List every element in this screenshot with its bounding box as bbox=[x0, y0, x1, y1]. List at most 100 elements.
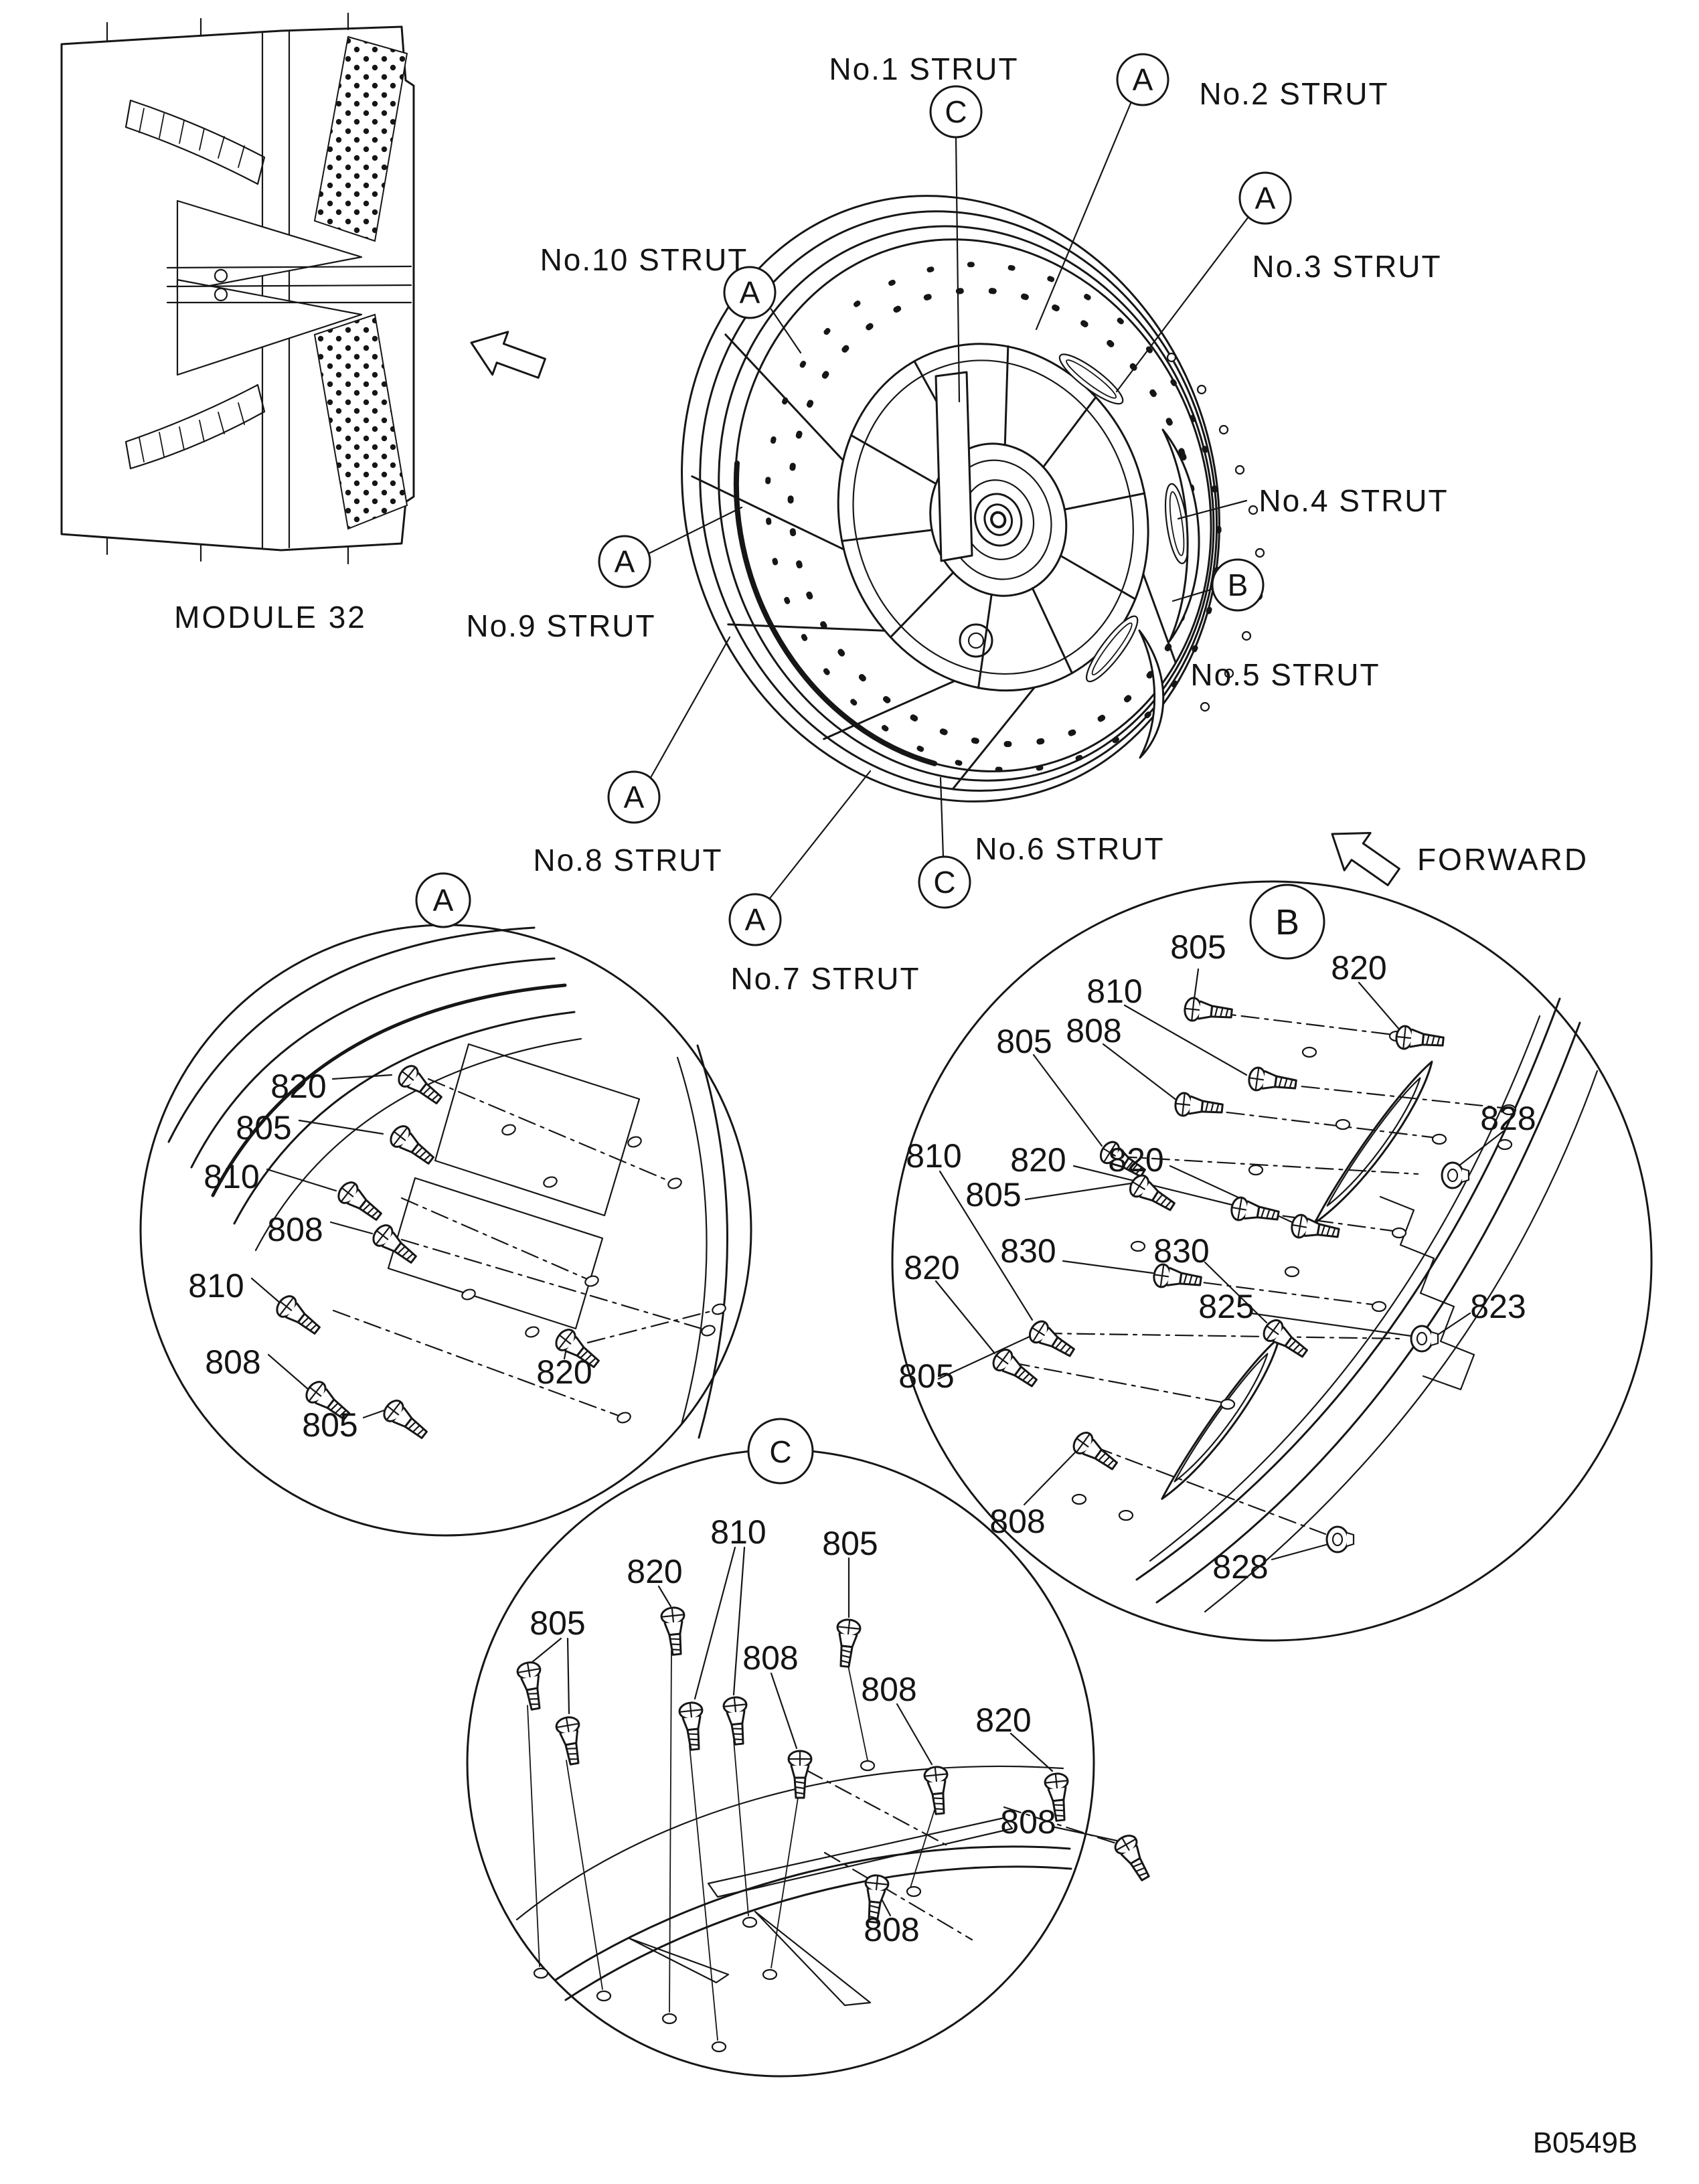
screw-icon bbox=[1111, 1831, 1157, 1885]
strut-label-2: No.2 STRUT bbox=[1199, 76, 1388, 111]
detail-c-wedge-2 bbox=[628, 1937, 730, 1984]
callout-a-no9: A bbox=[615, 544, 635, 579]
part-label: 805 bbox=[302, 1406, 357, 1444]
strut-label-7: No.7 STRUT bbox=[730, 961, 920, 996]
no1-strut-blade bbox=[935, 371, 973, 562]
module-32-inset: MODULE 32 bbox=[60, 12, 551, 635]
strut-label-8: No.8 STRUT bbox=[533, 843, 722, 877]
callout-a-no2: A bbox=[1133, 62, 1153, 97]
callout-a-no8: A bbox=[624, 780, 645, 815]
part-label: 820 bbox=[1108, 1141, 1163, 1179]
detail-c-wedge bbox=[754, 1910, 872, 2007]
strut-label-10: No.10 STRUT bbox=[540, 242, 748, 277]
part-label: 820 bbox=[1331, 949, 1386, 987]
part-label: 805 bbox=[1170, 928, 1226, 966]
detail-a-mount-plate bbox=[434, 1043, 641, 1217]
part-label: 810 bbox=[710, 1513, 766, 1551]
flange-slot bbox=[1058, 353, 1124, 405]
exhaust-case-wheel bbox=[681, 195, 1265, 803]
callout-b-no5: B bbox=[1228, 568, 1248, 602]
part-label: 805 bbox=[530, 1604, 585, 1642]
detail-b-part-labels: 805 820 810 808 805 828 810 820 820 805 … bbox=[898, 928, 1536, 1586]
hatched-duct-lower bbox=[313, 313, 408, 530]
part-label: 810 bbox=[204, 1158, 259, 1195]
figure-code: B0549B bbox=[1533, 2126, 1638, 2159]
callout-c-top: C bbox=[945, 94, 967, 129]
part-label: 805 bbox=[822, 1525, 878, 1562]
forward-label: FORWARD bbox=[1417, 842, 1589, 877]
detail-c-badge: C bbox=[769, 1434, 791, 1469]
main-callouts: C A A A A B A A C bbox=[598, 53, 1292, 946]
hatched-duct-upper bbox=[313, 35, 408, 242]
part-label: 820 bbox=[270, 1068, 326, 1105]
part-label: 820 bbox=[904, 1249, 959, 1286]
detail-c-part-labels: 810 820 805 805 808 808 820 808 808 bbox=[530, 1513, 1056, 1948]
forward-arrow-icon bbox=[1317, 814, 1408, 897]
part-label: 805 bbox=[965, 1176, 1021, 1213]
turbine-blade-row-upper bbox=[139, 108, 245, 168]
detail-a-part-labels: 820 805 810 808 810 808 805 820 bbox=[188, 1068, 592, 1444]
detail-b-flange-arcs bbox=[1135, 997, 1599, 1613]
part-label: 808 bbox=[742, 1639, 798, 1677]
flange-bolt-holes bbox=[1166, 352, 1265, 712]
callout-a-no7: A bbox=[745, 902, 766, 937]
detail-a-rim-arcs bbox=[167, 926, 728, 1439]
no4-strut-blade bbox=[1161, 428, 1200, 643]
part-label: 830 bbox=[1000, 1232, 1056, 1270]
part-label: 825 bbox=[1198, 1288, 1254, 1325]
detail-c-flange-arcs bbox=[515, 1765, 1072, 2001]
detail-c-seal-strip bbox=[707, 1817, 1014, 1898]
no5-strut-blade bbox=[1138, 629, 1165, 759]
part-label: 808 bbox=[205, 1343, 260, 1381]
part-label: 808 bbox=[1000, 1803, 1056, 1841]
hub-port bbox=[959, 623, 993, 658]
strut-label-1: No.1 STRUT bbox=[829, 52, 1018, 86]
part-label: 805 bbox=[236, 1109, 291, 1147]
part-label: 810 bbox=[1086, 973, 1142, 1010]
strut-label-9: No.9 STRUT bbox=[466, 608, 655, 643]
detail-a-centerlines bbox=[332, 1078, 720, 1419]
detail-b-centerlines bbox=[1011, 1011, 1509, 1535]
module-caption: MODULE 32 bbox=[174, 600, 367, 635]
part-label: 808 bbox=[861, 1671, 916, 1708]
detail-b-badge: B bbox=[1275, 902, 1299, 942]
strut-label-6: No.6 STRUT bbox=[975, 831, 1164, 866]
strut-label-4: No.4 STRUT bbox=[1259, 483, 1448, 518]
part-label: 830 bbox=[1153, 1232, 1209, 1270]
part-label: 820 bbox=[1010, 1141, 1066, 1179]
detail-view-c: 810 820 805 805 808 808 820 808 808 C bbox=[466, 1418, 1157, 2078]
strut-label-3: No.3 STRUT bbox=[1252, 249, 1441, 284]
detail-b-scalloped-bracket bbox=[1379, 1195, 1475, 1391]
part-label: 810 bbox=[188, 1267, 244, 1305]
main-leader-lines bbox=[647, 100, 1252, 900]
detail-a-badge: A bbox=[433, 883, 454, 918]
part-label: 808 bbox=[989, 1503, 1045, 1540]
part-label: 808 bbox=[864, 1911, 919, 1948]
part-label: 808 bbox=[267, 1211, 323, 1248]
hub-port-inner bbox=[967, 632, 985, 649]
detail-view-a: 820 805 810 808 810 808 805 820 A bbox=[139, 872, 752, 1537]
radial-struts bbox=[841, 345, 1146, 689]
module-direction-arrow-icon bbox=[462, 320, 551, 391]
turbine-blade-row-lower bbox=[139, 402, 245, 463]
part-label: 828 bbox=[1212, 1548, 1268, 1586]
callout-a-no10: A bbox=[740, 275, 760, 310]
fan-blade-edges bbox=[691, 333, 1177, 790]
detail-b-slot-lower bbox=[1161, 1336, 1281, 1500]
part-label: 820 bbox=[536, 1353, 592, 1391]
part-label: 810 bbox=[906, 1137, 961, 1175]
part-label: 820 bbox=[627, 1553, 682, 1590]
detail-c-leader-lines bbox=[530, 1546, 1118, 1917]
detail-a-leader-lines bbox=[250, 1074, 567, 1419]
part-label: 828 bbox=[1480, 1100, 1536, 1137]
callout-a-no3: A bbox=[1255, 181, 1276, 216]
part-label: 823 bbox=[1470, 1288, 1526, 1325]
part-label: 805 bbox=[898, 1357, 954, 1395]
detail-view-b: 805 820 810 808 805 828 810 820 820 805 … bbox=[891, 880, 1653, 1642]
detail-c-drop-lines bbox=[527, 1650, 935, 2041]
part-label: 805 bbox=[996, 1023, 1052, 1060]
flange-slot bbox=[1086, 615, 1139, 683]
part-label: 808 bbox=[1066, 1012, 1121, 1049]
